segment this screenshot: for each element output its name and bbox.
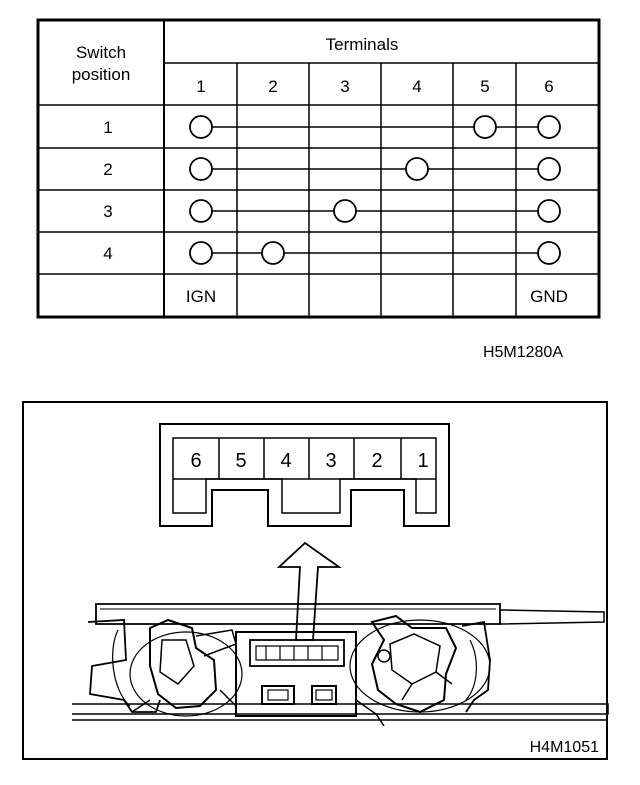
connector-pin-1: 1 xyxy=(417,450,428,472)
photo-frame xyxy=(22,401,608,760)
table-figure-code: H5M1280A xyxy=(483,344,563,361)
terminal-label-4: 4 xyxy=(412,77,421,96)
continuity-node-position-2-terminal-1 xyxy=(189,157,213,181)
connector-pin-labels: 6 5 4 3 2 1 xyxy=(190,450,428,472)
continuity-chart xyxy=(189,115,561,265)
terminal-label-1: 1 xyxy=(196,77,205,96)
terminal-function-ign: IGN xyxy=(186,287,216,306)
terminals-header: Terminals xyxy=(326,35,399,54)
position-label-1: 1 xyxy=(103,118,112,137)
continuity-node-position-4-terminal-2 xyxy=(261,241,285,265)
terminal-label-2: 2 xyxy=(268,77,277,96)
connector-pin-6: 6 xyxy=(190,450,201,472)
photo-figure-code: H4M1051 xyxy=(530,739,599,756)
continuity-node-position-1-terminal-1 xyxy=(189,115,213,139)
continuity-node-position-2-terminal-6 xyxy=(537,157,561,181)
up-arrow-icon xyxy=(276,541,342,641)
terminal-label-6: 6 xyxy=(544,77,553,96)
continuity-node-position-4-terminal-6 xyxy=(537,241,561,265)
terminal-label-5: 5 xyxy=(480,77,489,96)
connector-pin-5: 5 xyxy=(235,450,246,472)
table-border xyxy=(36,18,601,319)
terminal-number-row: 1 2 3 4 5 6 xyxy=(196,77,553,96)
position-label-3: 3 xyxy=(103,202,112,221)
continuity-node-position-1-terminal-5 xyxy=(473,115,497,139)
switch-position-table: Switch position Terminals 1 2 3 4 5 6 1 2 3 4 IG… xyxy=(36,18,601,319)
continuity-node-position-3-terminal-6 xyxy=(537,199,561,223)
continuity-node-position-1-terminal-6 xyxy=(537,115,561,139)
connector-pin-3: 3 xyxy=(325,450,336,472)
connector-outline xyxy=(159,423,450,527)
continuity-node-position-4-terminal-1 xyxy=(189,241,213,265)
terminal-function-row: IGN GND xyxy=(186,287,568,306)
position-label-4: 4 xyxy=(103,244,112,263)
terminal-function-gnd: GND xyxy=(530,287,568,306)
continuity-node-position-3-terminal-3 xyxy=(333,199,357,223)
switch-position-column: 1 2 3 4 xyxy=(103,118,112,263)
position-label-2: 2 xyxy=(103,160,112,179)
connector-inner-outline xyxy=(172,437,437,514)
switch-position-header-line2: position xyxy=(72,65,131,84)
connector-face: 6 5 4 3 2 1 xyxy=(159,423,450,527)
continuity-node-position-2-terminal-4 xyxy=(405,157,429,181)
connector-pin-2: 2 xyxy=(371,450,382,472)
switch-position-header-line1: Switch xyxy=(76,43,126,62)
terminal-label-3: 3 xyxy=(340,77,349,96)
continuity-node-position-3-terminal-1 xyxy=(189,199,213,223)
switch-assembly-illustration xyxy=(72,603,609,727)
connector-pin-4: 4 xyxy=(280,450,291,472)
